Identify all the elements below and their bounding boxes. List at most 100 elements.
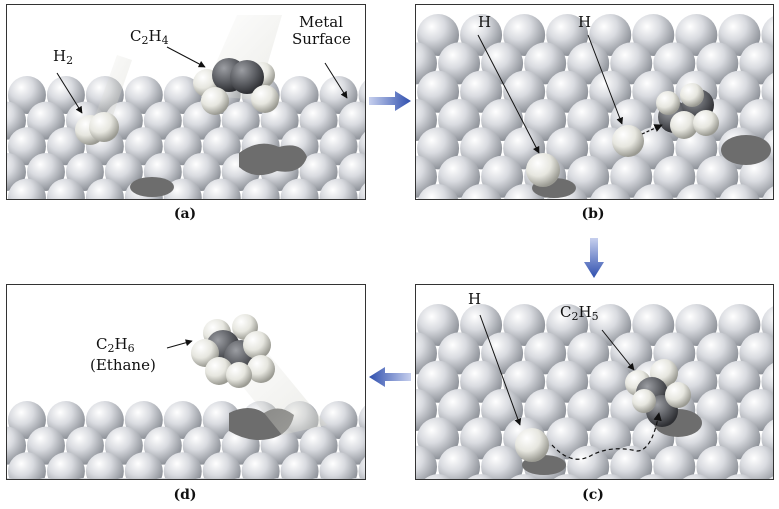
h2-molecule — [75, 112, 119, 145]
c2h4-pointer-line — [166, 46, 206, 68]
metal-atom — [510, 474, 538, 479]
h-pointer-line — [479, 314, 522, 426]
metal-atom — [241, 178, 280, 199]
metal-atom — [696, 445, 739, 479]
metal-atom — [202, 178, 241, 199]
c2h4-adsorbed-shadow — [721, 135, 771, 165]
metal-atom — [7, 452, 46, 479]
metal-atom — [163, 178, 202, 199]
metal-atom — [610, 445, 653, 479]
metal-atom — [739, 445, 773, 479]
metal-atom — [639, 474, 667, 479]
metal-atom — [124, 452, 163, 479]
metal-atom — [481, 445, 524, 479]
metal-surface — [416, 304, 773, 479]
c2h4-shadow — [239, 143, 307, 176]
metal-atom — [39, 477, 53, 479]
metal-atom — [596, 474, 624, 479]
metal-atom — [467, 474, 495, 479]
label-ethane: (Ethane) — [90, 356, 156, 374]
label-c2h5: C2H5 — [560, 303, 599, 324]
metal-atom — [156, 477, 170, 479]
h-left-pointer-line — [477, 34, 540, 154]
metal-atom — [7, 477, 14, 479]
metal-atom — [725, 474, 753, 479]
metal-atom — [590, 184, 631, 199]
metal-atom — [46, 452, 85, 479]
label-h-right: H — [578, 13, 592, 31]
metal-atom — [358, 183, 365, 199]
panel-a-adsorption — [6, 4, 366, 200]
panel-c-canvas — [416, 304, 773, 479]
metal-surface-pointer-line — [324, 62, 348, 99]
h-atom-right — [612, 125, 644, 157]
panel-a-canvas — [7, 15, 365, 199]
h-migration-path — [551, 412, 662, 460]
metal-atom — [202, 452, 241, 479]
label-c2h4: C2H4 — [130, 27, 169, 48]
metal-atom — [312, 477, 325, 479]
metal-surface — [7, 401, 365, 479]
metal-atom — [553, 474, 581, 479]
panel-c-hydrogenation — [415, 284, 774, 480]
metal-atom — [416, 445, 437, 479]
metal-atom — [273, 477, 286, 479]
metal-atom — [78, 477, 92, 479]
label-h: H — [468, 290, 482, 308]
metal-surface — [416, 14, 773, 199]
metal-atom — [319, 452, 358, 479]
metal-atom — [676, 184, 717, 199]
metal-atom — [46, 178, 85, 199]
metal-atom — [195, 477, 208, 479]
metal-atom — [241, 452, 280, 479]
caption-b: (b) — [581, 206, 605, 222]
metal-atom — [7, 178, 46, 199]
panel-b-canvas — [416, 14, 773, 199]
metal-atom — [768, 476, 773, 479]
metal-atom — [438, 445, 481, 479]
metal-atom — [85, 178, 124, 199]
metal-atom — [117, 477, 131, 479]
c2h5-pointer-line — [601, 329, 635, 371]
metal-atom — [351, 477, 364, 479]
panel-b-dissociation — [415, 4, 774, 200]
metal-atom — [319, 178, 358, 199]
ethane-molecule — [191, 314, 275, 388]
metal-atom — [358, 456, 365, 479]
metal-atom — [85, 452, 124, 479]
metal-atom — [461, 184, 502, 199]
metal-atom — [719, 184, 760, 199]
arrow-a-to-b — [369, 91, 411, 111]
arrow-b-to-c — [584, 238, 604, 278]
metal-atom — [762, 186, 773, 199]
label-h-left: H — [478, 13, 492, 31]
metal-atom — [280, 452, 319, 479]
metal-atom — [633, 184, 674, 199]
arrow-c-to-d — [369, 367, 411, 387]
caption-d: (d) — [173, 487, 197, 503]
caption-a: (a) — [173, 206, 197, 222]
c2h4-adsorbed-molecule — [656, 83, 719, 139]
c2h4-molecule — [193, 58, 279, 115]
metal-surface — [7, 76, 365, 199]
metal-atom — [682, 474, 710, 479]
h-migration-arrow — [641, 124, 663, 135]
metal-atom — [280, 178, 319, 199]
label-h2: H2 — [53, 47, 74, 68]
ethane-pointer-line — [166, 339, 193, 349]
metal-atom — [567, 445, 610, 479]
h2-pointer-line — [56, 72, 83, 114]
label-c2h6: C2H6 — [96, 335, 135, 356]
h-right-pointer-line — [587, 34, 624, 125]
metal-atom — [417, 184, 459, 199]
metal-atom — [234, 477, 247, 479]
caption-c: (c) — [582, 487, 604, 503]
metal-atom — [424, 474, 452, 479]
metal-atom — [653, 445, 696, 479]
h2-shadow — [130, 177, 174, 197]
h-atom — [515, 428, 549, 462]
h-atom-left — [526, 153, 560, 187]
metal-atom — [163, 452, 202, 479]
panel-d-canvas — [7, 314, 365, 479]
